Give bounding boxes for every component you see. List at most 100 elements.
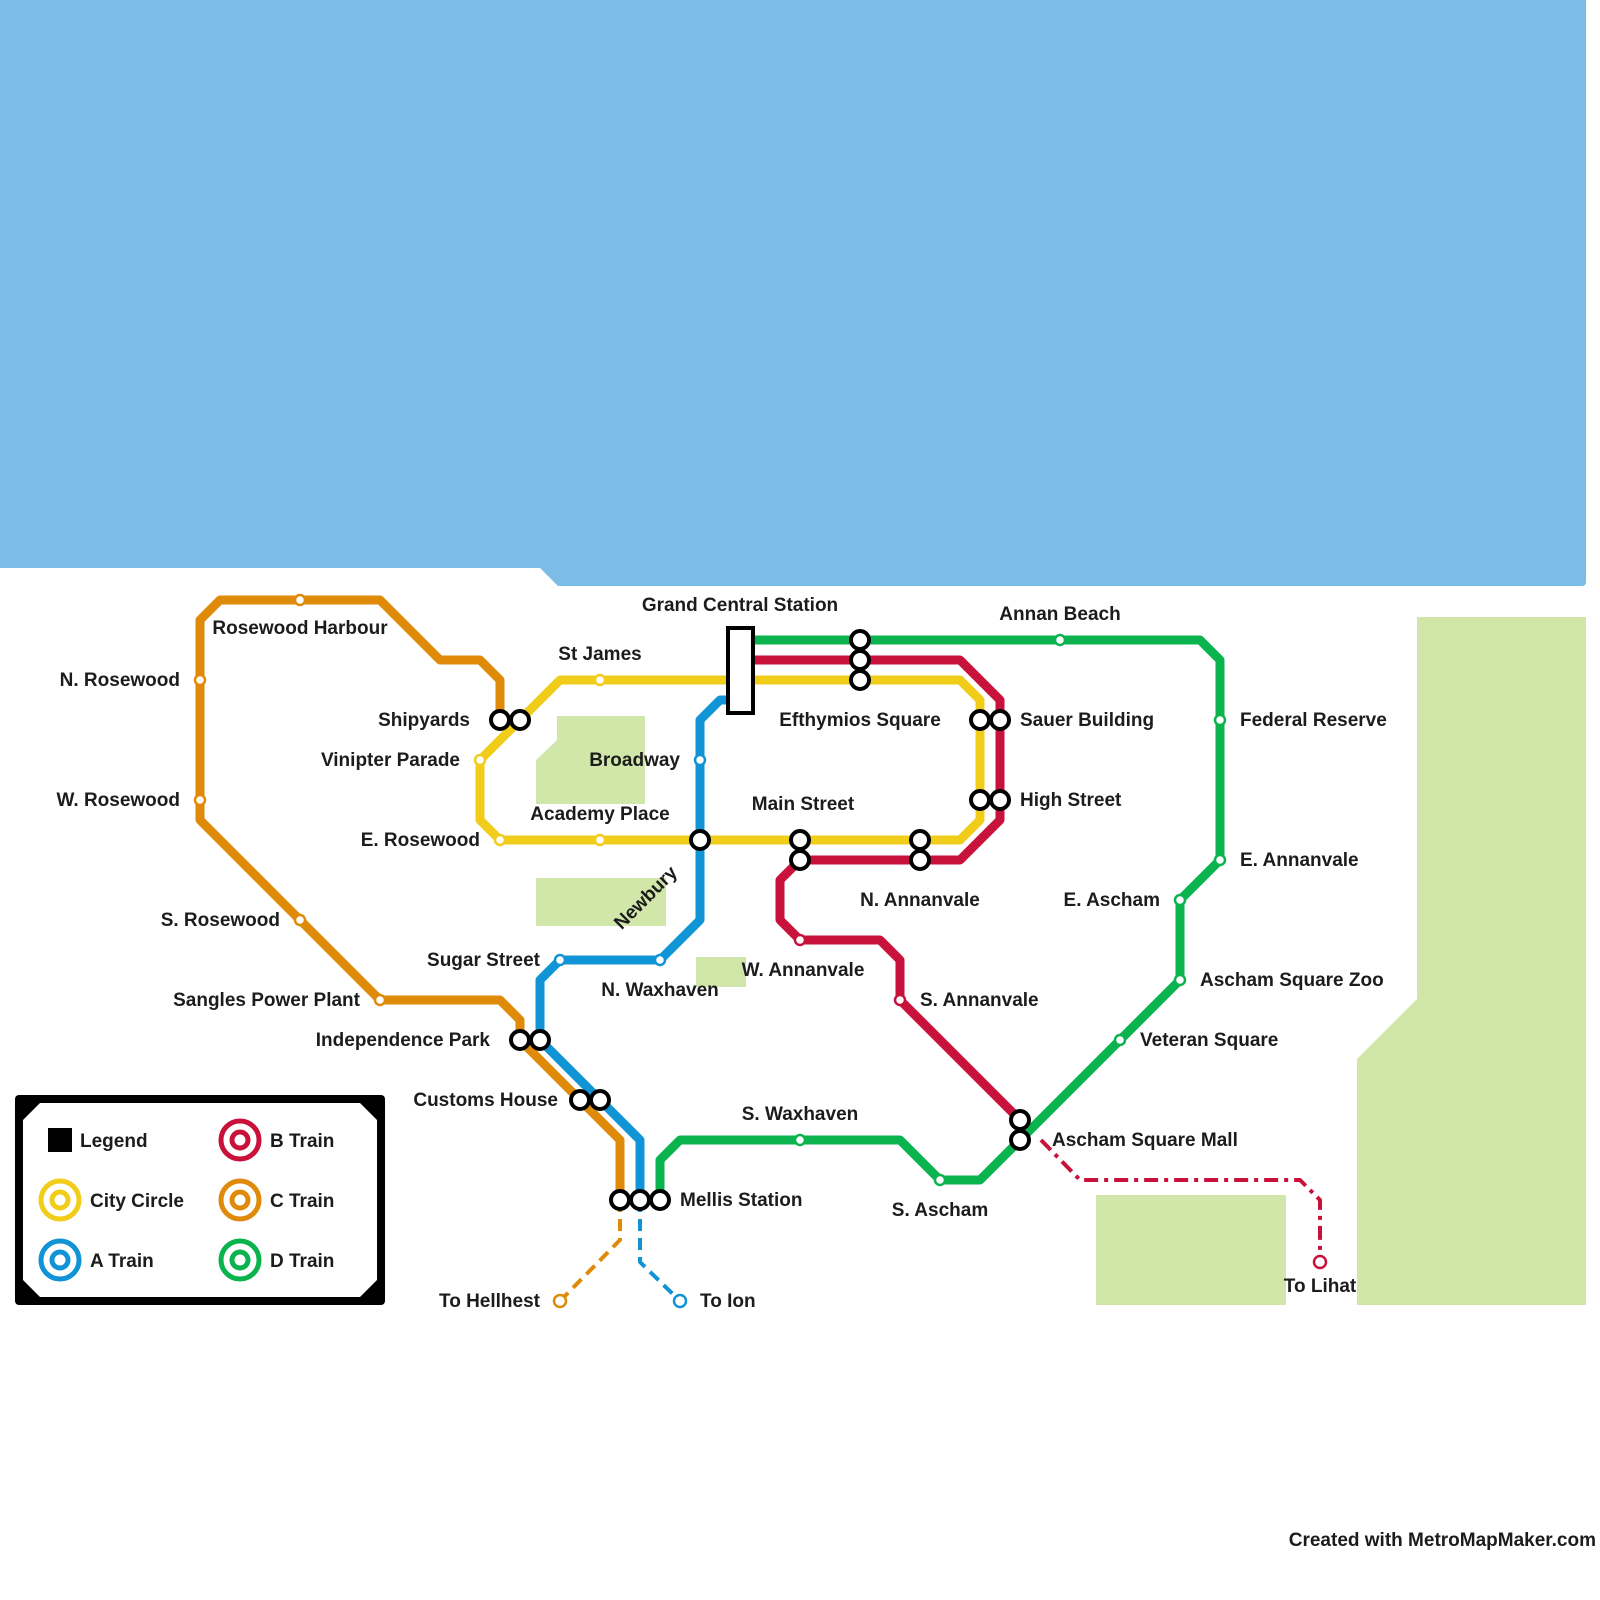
- park-south: [1096, 1195, 1286, 1305]
- label-mellis-station: Mellis Station: [680, 1190, 802, 1211]
- interchange-efthymios-square[interactable]: [849, 629, 871, 691]
- station-s-waxhaven[interactable]: [793, 1133, 807, 1147]
- legend-label-c-train: C Train: [270, 1191, 334, 1212]
- label-federal-reserve: Federal Reserve: [1240, 710, 1387, 731]
- label-e-annanvale: E. Annanvale: [1240, 850, 1359, 871]
- legend-item-b-train: B Train: [218, 1118, 334, 1162]
- label-grand-central-station: Grand Central Station: [642, 595, 838, 616]
- station-academy-place[interactable]: [593, 833, 607, 847]
- interchange-sauer-building[interactable]: [969, 709, 1011, 731]
- station-to-lihat[interactable]: [1312, 1254, 1328, 1270]
- legend-label-a-train: A Train: [90, 1251, 154, 1272]
- station-sugar-street[interactable]: [553, 953, 567, 967]
- label-s-annanvale: S. Annanvale: [920, 990, 1039, 1011]
- station-s-rosewood[interactable]: [293, 913, 307, 927]
- station-markers: [193, 593, 1328, 1309]
- label-s-ascham: S. Ascham: [892, 1200, 988, 1221]
- interchange-markers: [489, 626, 1031, 1211]
- label-to-ion: To Ion: [700, 1291, 756, 1312]
- legend-title: Legend: [80, 1131, 148, 1152]
- station-vinipter-parade[interactable]: [473, 753, 487, 767]
- interchange-ascham-square-mall[interactable]: [1009, 1109, 1031, 1151]
- label-rosewood-harbour: Rosewood Harbour: [212, 618, 388, 639]
- label-w-rosewood: W. Rosewood: [57, 790, 181, 811]
- label-sugar-street: Sugar Street: [427, 950, 541, 971]
- station-w-rosewood[interactable]: [193, 793, 207, 807]
- legend-item-d-train: D Train: [218, 1238, 334, 1282]
- park-broadway: [536, 716, 645, 804]
- station-to-ion[interactable]: [672, 1293, 688, 1309]
- label-ascham-square-mall: Ascham Square Mall: [1052, 1130, 1238, 1151]
- interchange-main-street[interactable]: [789, 829, 811, 871]
- label-sangles-power-plant: Sangles Power Plant: [173, 990, 361, 1011]
- a-train-extension: [638, 1200, 682, 1303]
- legend-title-icon: [48, 1128, 72, 1152]
- station-broadway[interactable]: [693, 753, 707, 767]
- label-n-waxhaven: N. Waxhaven: [601, 980, 719, 1001]
- station-e-rosewood[interactable]: [493, 833, 507, 847]
- credit-text: Created with MetroMapMaker.com: [1289, 1530, 1596, 1551]
- label-efthymios-square: Efthymios Square: [779, 710, 941, 731]
- station-n-waxhaven[interactable]: [653, 953, 667, 967]
- c-train-icon: [218, 1178, 262, 1222]
- city-circle-line: [475, 675, 985, 845]
- c-train-extension: [558, 1200, 622, 1303]
- label-shipyards: Shipyards: [378, 710, 470, 731]
- label-vinipter-parade: Vinipter Parade: [321, 750, 460, 771]
- label-n-rosewood: N. Rosewood: [60, 670, 180, 691]
- legend-inner: [23, 1103, 377, 1297]
- b-train-icon: [218, 1118, 262, 1162]
- water-area: [0, 0, 1586, 586]
- station-ascham-square-zoo[interactable]: [1173, 973, 1187, 987]
- interchange-n-annanvale[interactable]: [909, 829, 931, 871]
- city-circle-icon: [38, 1178, 82, 1222]
- interchange-mellis-station[interactable]: [609, 1189, 671, 1211]
- legend-item-city-circle: City Circle: [38, 1178, 184, 1222]
- legend-label-d-train: D Train: [270, 1251, 334, 1272]
- station-s-ascham[interactable]: [933, 1173, 947, 1187]
- interchange-newbury[interactable]: [689, 829, 711, 851]
- legend-label-city-circle: City Circle: [90, 1191, 184, 1212]
- station-w-annanvale[interactable]: [793, 933, 807, 947]
- station-labels: Rosewood Harbour N. Rosewood W. Rosewood…: [57, 595, 1387, 1312]
- station-e-annanvale[interactable]: [1213, 853, 1227, 867]
- station-veteran-square[interactable]: [1113, 1033, 1127, 1047]
- label-sauer-building: Sauer Building: [1020, 710, 1154, 731]
- station-federal-reserve[interactable]: [1213, 713, 1227, 727]
- label-s-rosewood: S. Rosewood: [161, 910, 280, 931]
- label-w-annanvale: W. Annanvale: [742, 960, 865, 981]
- interchange-customs-house[interactable]: [569, 1089, 611, 1111]
- label-s-waxhaven: S. Waxhaven: [742, 1104, 859, 1125]
- station-n-rosewood[interactable]: [193, 673, 207, 687]
- label-academy-place: Academy Place: [530, 804, 669, 825]
- label-st-james: St James: [558, 644, 641, 665]
- interchange-high-street[interactable]: [969, 789, 1011, 811]
- label-main-street: Main Street: [752, 794, 855, 815]
- label-high-street: High Street: [1020, 790, 1122, 811]
- park-w-annanvale: [696, 957, 746, 987]
- legend-item-a-train: A Train: [38, 1238, 154, 1282]
- legend-item-c-train: C Train: [218, 1178, 334, 1222]
- label-n-annanvale: N. Annanvale: [860, 890, 980, 911]
- interchange-grand-central-station[interactable]: [726, 626, 755, 715]
- station-to-hellhest[interactable]: [552, 1293, 568, 1309]
- station-st-james[interactable]: [593, 673, 607, 687]
- label-e-ascham: E. Ascham: [1064, 890, 1160, 911]
- station-e-ascham[interactable]: [1173, 893, 1187, 907]
- interchange-shipyards[interactable]: [489, 709, 531, 731]
- label-to-lihat: To Lihat: [1284, 1276, 1357, 1297]
- label-ascham-square-zoo: Ascham Square Zoo: [1200, 970, 1384, 991]
- label-annan-beach: Annan Beach: [999, 604, 1120, 625]
- label-e-rosewood: E. Rosewood: [361, 830, 480, 851]
- park-newbury: [536, 878, 666, 926]
- legend-label-b-train: B Train: [270, 1131, 334, 1152]
- interchange-independence-park[interactable]: [509, 1029, 551, 1051]
- b-train-extension: [1039, 1138, 1322, 1262]
- station-rosewood-harbour[interactable]: [293, 593, 307, 607]
- label-customs-house: Customs House: [413, 1090, 558, 1111]
- station-sangles-power-plant[interactable]: [373, 993, 387, 1007]
- park-east: [1357, 617, 1586, 1305]
- station-annan-beach[interactable]: [1053, 633, 1067, 647]
- legend-panel: Legend City Circle A Train B Train: [15, 1095, 385, 1305]
- station-s-annanvale[interactable]: [893, 993, 907, 1007]
